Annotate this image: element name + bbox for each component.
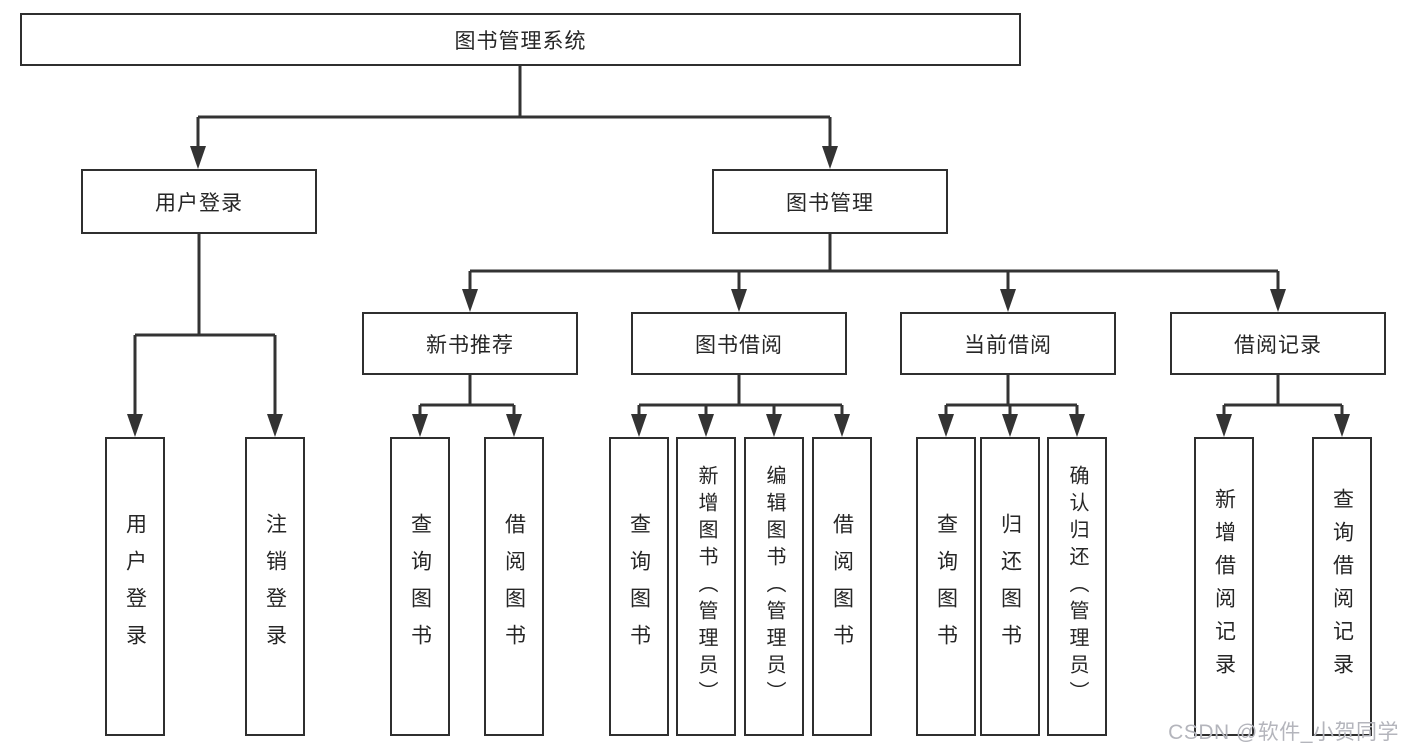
node-library-system-root: 图书管理系统 — [20, 13, 1021, 66]
node-book-management: 图书管理 — [712, 169, 948, 234]
leaf-query-books-3: 查询图书 — [916, 437, 976, 736]
node-label: 用户登录 — [123, 512, 147, 661]
leaf-return-books: 归还图书 — [980, 437, 1040, 736]
node-label: 借阅图书 — [830, 512, 854, 661]
node-label: 图书管理系统 — [454, 29, 587, 53]
leaf-borrow-books-1: 借阅图书 — [484, 437, 544, 736]
node-label: 借阅记录 — [1234, 333, 1322, 357]
node-label: 查询图书 — [934, 512, 958, 661]
leaf-add-borrow-record: 新增借阅记录 — [1194, 437, 1254, 736]
node-label: 当前借阅 — [964, 333, 1052, 357]
leaf-edit-books-admin: 编辑图书（管理员） — [744, 437, 804, 736]
node-label: 借阅图书 — [502, 512, 526, 661]
node-label: 查询图书 — [627, 512, 651, 661]
node-label: 查询图书 — [408, 512, 432, 661]
node-label: 注销登录 — [263, 512, 287, 661]
node-label: 图书管理 — [786, 191, 874, 215]
leaf-query-borrow-record: 查询借阅记录 — [1312, 437, 1372, 736]
leaf-query-books-1: 查询图书 — [390, 437, 450, 736]
node-label: 用户登录 — [155, 191, 243, 215]
node-borrowing-records: 借阅记录 — [1170, 312, 1386, 375]
watermark: CSDN @软件_小贺同学 — [1168, 721, 1399, 744]
arrowheads — [127, 117, 1350, 437]
node-label: 新增图书（管理员） — [695, 465, 717, 708]
node-label: 新书推荐 — [426, 333, 514, 357]
node-label: 查询借阅记录 — [1330, 487, 1354, 686]
leaf-add-books-admin: 新增图书（管理员） — [676, 437, 736, 736]
node-label: 确认归还（管理员） — [1066, 465, 1088, 708]
node-label: 归还图书 — [998, 512, 1022, 661]
leaf-query-books-2: 查询图书 — [609, 437, 669, 736]
node-book-borrowing: 图书借阅 — [631, 312, 847, 375]
node-user-login: 用户登录 — [81, 169, 317, 234]
leaf-borrow-books-2: 借阅图书 — [812, 437, 872, 736]
leaf-confirm-return-admin: 确认归还（管理员） — [1047, 437, 1107, 736]
node-new-book-recommend: 新书推荐 — [362, 312, 578, 375]
node-label: 新增借阅记录 — [1212, 487, 1236, 686]
leaf-user-login: 用户登录 — [105, 437, 165, 736]
node-current-borrowing: 当前借阅 — [900, 312, 1116, 375]
node-label: 图书借阅 — [695, 333, 783, 357]
leaf-logout: 注销登录 — [245, 437, 305, 736]
node-label: 编辑图书（管理员） — [763, 465, 785, 708]
